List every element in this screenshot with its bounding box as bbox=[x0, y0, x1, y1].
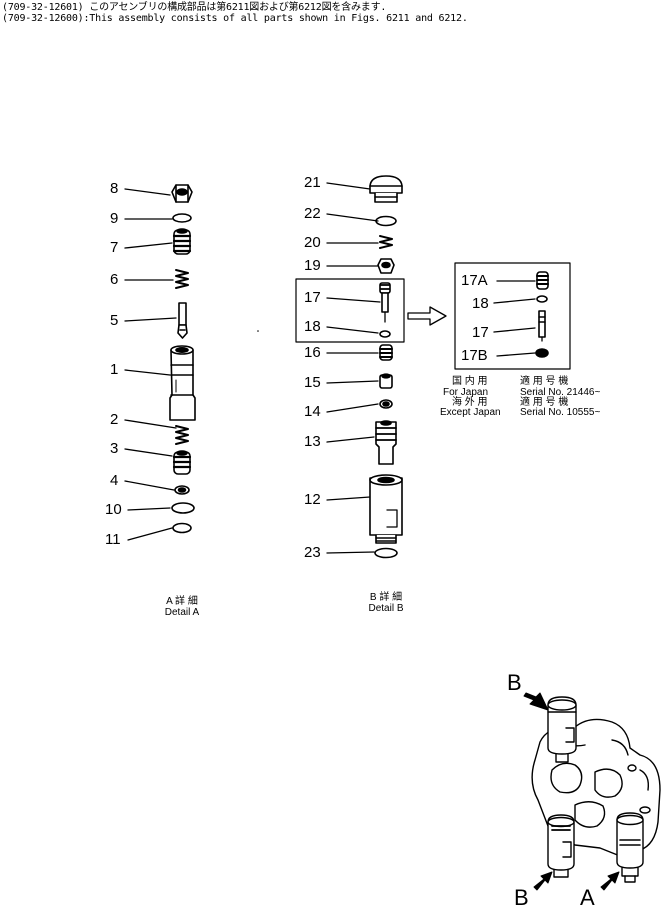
label-inset-17b: 17B bbox=[461, 347, 488, 364]
caption-a-en: Detail A bbox=[164, 607, 200, 618]
part-17a bbox=[536, 271, 549, 290]
stray-dot bbox=[257, 330, 259, 332]
part-17b bbox=[535, 348, 549, 358]
inset-box bbox=[454, 262, 571, 370]
caption-a-jp: A 詳 細 bbox=[166, 596, 198, 607]
part-7-plug bbox=[172, 228, 192, 255]
label-a-2: 2 bbox=[110, 411, 119, 428]
part-11-o-ring bbox=[172, 522, 192, 534]
label-a-8: 8 bbox=[110, 180, 119, 197]
label-inset-17: 17 bbox=[472, 324, 489, 341]
part-20-spring bbox=[379, 235, 393, 249]
serial-en-domestic: For Japan bbox=[443, 387, 489, 398]
label-b-14: 14 bbox=[304, 403, 321, 420]
label-a-11: 11 bbox=[105, 531, 121, 548]
part-4-ring bbox=[174, 485, 190, 495]
serial-domestic-number: Serial No. 21446~ bbox=[520, 387, 601, 398]
label-a-6: 6 bbox=[110, 271, 119, 288]
serial-jp-export: 海 外 用 bbox=[452, 397, 488, 408]
label-b-23: 23 bbox=[304, 544, 321, 561]
view-label-a: A bbox=[580, 885, 595, 910]
label-b-13: 13 bbox=[304, 433, 321, 450]
inset-leaders bbox=[493, 280, 536, 357]
part-2-spring bbox=[175, 425, 189, 445]
detail-b-arrow bbox=[407, 306, 447, 326]
label-b-16: 16 bbox=[304, 344, 321, 361]
part-21-cap bbox=[369, 175, 403, 203]
view-label-b-bottom: B bbox=[514, 885, 529, 910]
part-13-spool bbox=[375, 420, 397, 465]
label-a-4: 4 bbox=[110, 472, 119, 489]
part-18-o-ring bbox=[379, 330, 391, 338]
caption-b-en: Detail B bbox=[368, 603, 404, 614]
part-10-o-ring bbox=[171, 502, 195, 514]
serial-en-export: Except Japan bbox=[440, 407, 501, 418]
label-inset-17a: 17A bbox=[461, 272, 488, 289]
view-label-b-top: B bbox=[507, 670, 522, 695]
part-23-o-ring bbox=[374, 547, 398, 559]
label-a-1: 1 bbox=[110, 361, 119, 378]
part-16-piston bbox=[379, 344, 393, 361]
serial-jp-applicable-2: 適 用 号 機 bbox=[520, 397, 569, 408]
part-12-body bbox=[369, 474, 403, 544]
label-b-20: 20 bbox=[304, 234, 321, 251]
inset-part-18 bbox=[536, 295, 548, 303]
label-b-21: 21 bbox=[304, 174, 321, 191]
part-8-nut bbox=[171, 184, 193, 203]
view-arrows bbox=[523, 692, 620, 891]
serial-export-number: Serial No. 10555~ bbox=[520, 407, 601, 418]
detail-a-leaders bbox=[124, 188, 177, 541]
label-a-5: 5 bbox=[110, 312, 119, 329]
label-a-3: 3 bbox=[110, 440, 119, 457]
label-b-19: 19 bbox=[304, 257, 321, 274]
label-a-7: 7 bbox=[110, 239, 119, 256]
label-a-9: 9 bbox=[110, 210, 119, 227]
caption-b-jp: B 詳 細 bbox=[369, 592, 403, 603]
serial-jp-applicable-1: 適 用 号 機 bbox=[520, 376, 569, 387]
label-b-15: 15 bbox=[304, 374, 321, 391]
part-6-spring bbox=[175, 269, 189, 289]
label-inset-18: 18 bbox=[472, 295, 489, 312]
part-9-o-ring bbox=[172, 213, 192, 223]
part-3-piston bbox=[172, 450, 192, 475]
valve-assembly-view bbox=[531, 696, 661, 883]
part-15-sleeve bbox=[379, 373, 393, 389]
part-17-valve bbox=[379, 282, 391, 323]
detail-b-group-box bbox=[295, 278, 405, 343]
label-b-22: 22 bbox=[304, 205, 321, 222]
header-line-jp: (709-32-12601) このアセンブリの構成部品は第6211図および第62… bbox=[2, 2, 387, 13]
label-b-12: 12 bbox=[304, 491, 321, 508]
serial-jp-domestic: 国 内 用 bbox=[452, 376, 488, 387]
header-line-en: (709-32-12600):This assembly consists of… bbox=[2, 13, 468, 24]
part-1-sleeve bbox=[169, 345, 196, 421]
label-b-18: 18 bbox=[304, 318, 321, 335]
part-22-o-ring bbox=[375, 215, 397, 227]
part-14-ring bbox=[379, 399, 393, 409]
label-b-17: 17 bbox=[304, 289, 321, 306]
label-a-10: 10 bbox=[105, 501, 122, 518]
inset-part-17 bbox=[538, 310, 546, 342]
part-5-poppet bbox=[177, 302, 188, 339]
part-19-nut bbox=[377, 258, 395, 274]
detail-b-leaders bbox=[326, 182, 381, 554]
